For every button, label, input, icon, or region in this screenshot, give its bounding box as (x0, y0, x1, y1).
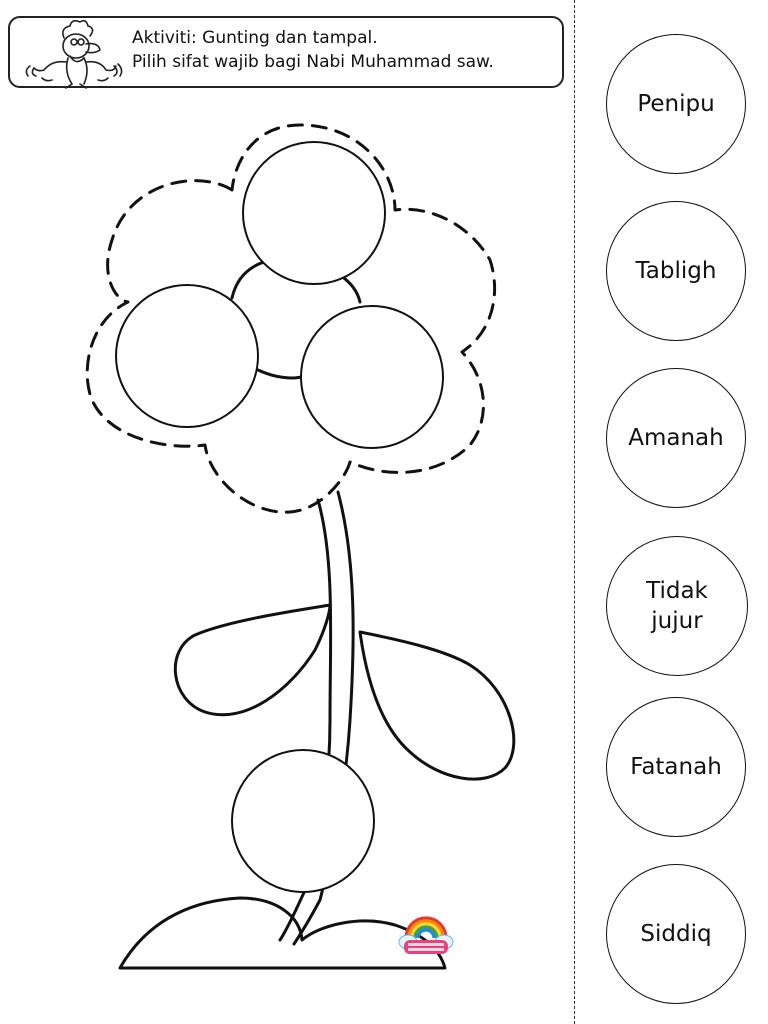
choice-card-siddiq[interactable]: Siddiq (606, 864, 746, 1004)
flower-center-arc-bottom (256, 368, 306, 380)
leaf-right (358, 630, 516, 781)
rooster-mascot-icon (25, 19, 123, 89)
answer-slot-left (115, 284, 259, 428)
cut-divider-dashed (574, 0, 575, 1024)
cut-line-dashed (85, 123, 497, 514)
instruction-line-1: Aktiviti: Gunting dan tampal. (132, 28, 378, 48)
choice-label: Amanah (628, 425, 724, 451)
choice-label: Siddiq (640, 921, 712, 947)
choice-label: Tabligh (635, 258, 717, 284)
flower-drawing (85, 123, 516, 970)
choice-card-fatanah[interactable]: Fatanah (606, 697, 746, 837)
choice-card-tidak-jujur[interactable]: Tidak jujur (606, 536, 748, 676)
rainbow-logo-icon (398, 916, 454, 954)
instruction-line-2: Pilih sifat wajib bagi Nabi Muhammad saw… (132, 52, 494, 72)
instruction-box: Aktiviti: Gunting dan tampal. Pilih sifa… (8, 16, 564, 89)
answer-slot-right (300, 305, 444, 449)
answer-slot-top (242, 141, 386, 285)
choice-card-penipu[interactable]: Penipu (606, 34, 746, 174)
choice-card-amanah[interactable]: Amanah (606, 368, 746, 508)
answer-slot-bottom (231, 749, 375, 893)
choice-label: Penipu (637, 91, 715, 117)
choice-card-tabligh[interactable]: Tabligh (606, 201, 746, 341)
choice-label: Tidak jujur (646, 578, 708, 634)
instruction-text: Aktiviti: Gunting dan tampal. Pilih sifa… (132, 26, 494, 74)
choice-label: Fatanah (630, 754, 722, 780)
leaf-left (173, 603, 332, 717)
